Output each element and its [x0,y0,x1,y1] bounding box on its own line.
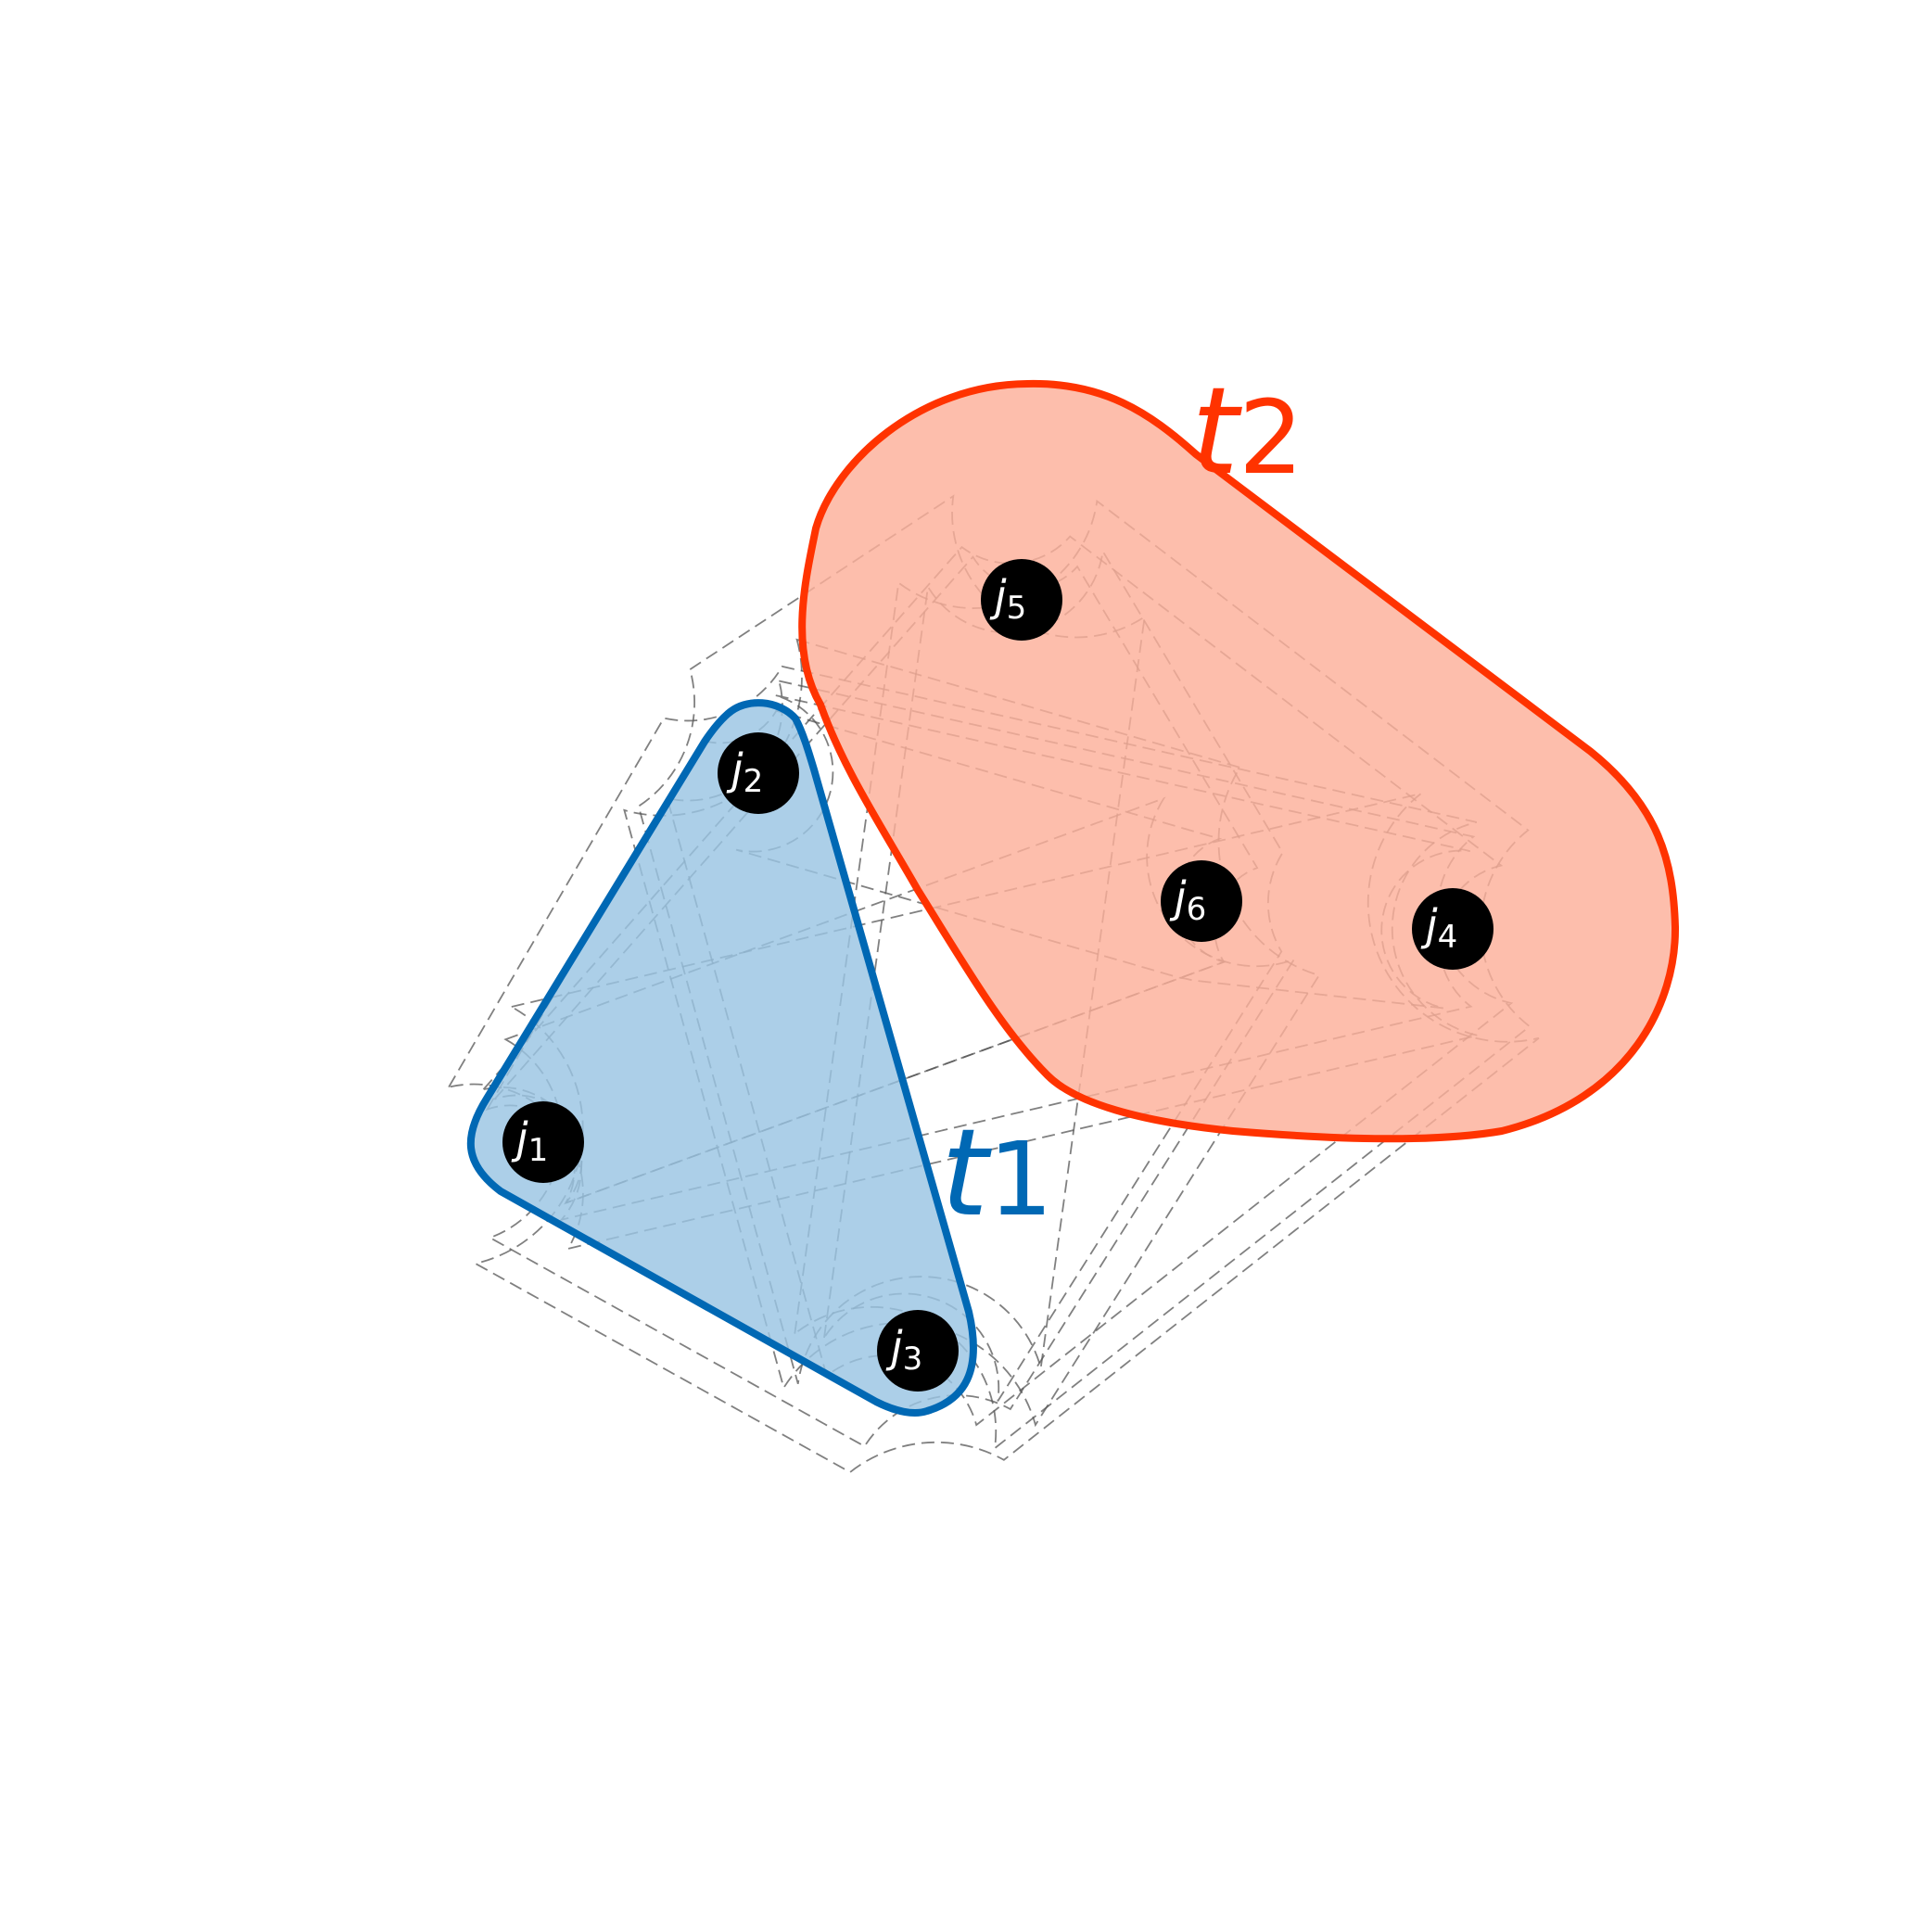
team-1-label-sub: 1 [988,1120,1053,1239]
node-j3: j3 [877,1310,959,1392]
node-j4: j4 [1412,888,1493,970]
node-j5-dot [981,559,1062,641]
team-1-label-base: t [941,1102,992,1243]
node-j2: j2 [718,732,799,814]
team-2-label: t2 [1191,361,1303,502]
node-j5: j5 [981,559,1062,641]
node-j1-dot [502,1101,584,1183]
team-2-label-sub: 2 [1239,378,1303,497]
node-j3-dot [877,1310,959,1392]
node-j4-dot [1412,888,1493,970]
node-j1: j1 [502,1101,584,1183]
team-1-hull [466,699,977,1417]
team-1-label: t1 [941,1102,1053,1243]
team-2-label-base: t [1191,361,1242,502]
node-j6: j6 [1161,860,1242,942]
node-j6-dot [1161,860,1242,942]
node-j2-dot [718,732,799,814]
